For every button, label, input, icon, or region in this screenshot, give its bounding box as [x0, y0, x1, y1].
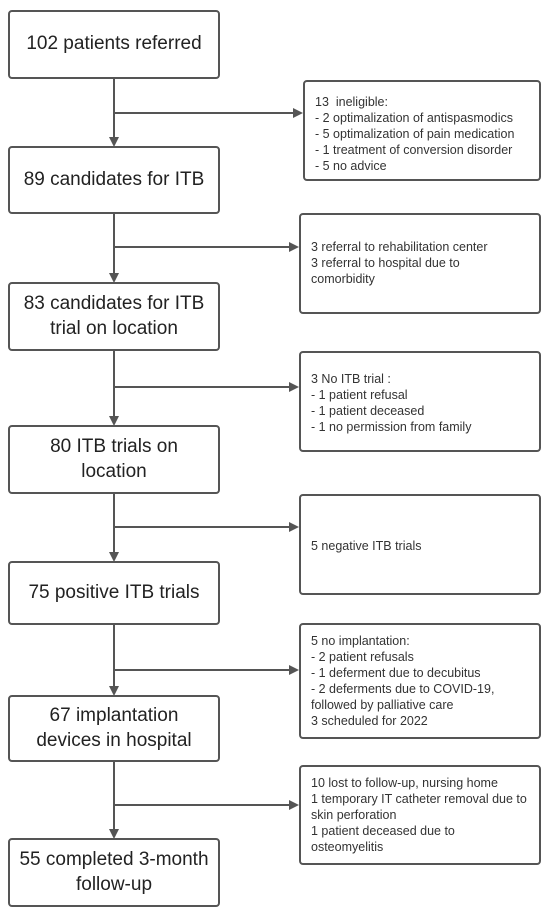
step-label: 83 candidates for ITB trial on location	[23, 292, 205, 339]
step-box-positive-trials: 75 positive ITB trials	[8, 561, 220, 625]
exclusion-box-negative-trials: 5 negative ITB trials	[299, 494, 541, 595]
step-label: 55 completed 3-month follow-up	[19, 848, 209, 895]
exclusion-line: - 1 deferment due to decubitus	[311, 666, 481, 680]
exclusion-line: 3 scheduled for 2022	[311, 714, 428, 728]
exclusion-line: 3 No ITB trial :	[311, 372, 391, 386]
exclusion-line: followed by palliative care	[311, 698, 454, 712]
exclusion-line: 1 patient deceased due to osteomyelitis	[311, 824, 455, 854]
exclusion-line: - 2 deferments due to COVID-19,	[311, 682, 495, 696]
exclusion-line: 3 referral to hospital due to comorbidit…	[311, 256, 460, 286]
exclusion-line: - 5 no advice	[315, 159, 387, 173]
exclusion-line: - 1 patient deceased	[311, 404, 425, 418]
exclusion-box-referral: 3 referral to rehabilitation center 3 re…	[299, 213, 541, 314]
exclusion-line: - 5 optimalization of pain medication	[315, 127, 515, 141]
step-label: 80 ITB trials on location	[50, 435, 178, 482]
step-label: 102 patients referred	[26, 33, 202, 55]
step-label: 89 candidates for ITB	[23, 168, 205, 190]
exclusion-box-ineligible: 13 ineligible: - 2 optimalization of ant…	[303, 80, 541, 181]
exclusion-box-no-trial: 3 No ITB trial : - 1 patient refusal - 1…	[299, 351, 541, 452]
step-box-trial-candidates: 83 candidates for ITB trial on location	[8, 282, 220, 351]
exclusion-line: - 1 treatment of conversion disorder	[315, 143, 513, 157]
step-box-referred: 102 patients referred	[8, 10, 220, 79]
exclusion-line: - 1 no permission from family	[311, 420, 472, 434]
exclusion-line: 1 temporary IT catheter removal due to s…	[311, 792, 527, 822]
exclusion-line: 10 lost to follow-up, nursing home	[311, 776, 498, 790]
exclusion-line: - 1 patient refusal	[311, 388, 408, 402]
exclusion-box-no-implantation: 5 no implantation: - 2 patient refusals …	[299, 623, 541, 739]
exclusion-line: 13 ineligible:	[315, 95, 388, 109]
exclusion-line: 5 negative ITB trials	[311, 539, 422, 553]
step-box-implantation: 67 implantation devices in hospital	[8, 695, 220, 762]
step-label: 67 implantation devices in hospital	[36, 704, 192, 751]
step-box-trials: 80 ITB trials on location	[8, 425, 220, 494]
exclusion-line: 5 no implantation:	[311, 634, 410, 648]
exclusion-line: - 2 optimalization of antispasmodics	[315, 111, 514, 125]
exclusion-line: - 2 patient refusals	[311, 650, 414, 664]
step-label: 75 positive ITB trials	[28, 581, 200, 603]
step-box-candidates: 89 candidates for ITB	[8, 146, 220, 214]
step-box-follow-up: 55 completed 3-month follow-up	[8, 838, 220, 907]
exclusion-box-lost-to-follow-up: 10 lost to follow-up, nursing home 1 tem…	[299, 765, 541, 865]
exclusion-line: 3 referral to rehabilitation center	[311, 240, 488, 254]
